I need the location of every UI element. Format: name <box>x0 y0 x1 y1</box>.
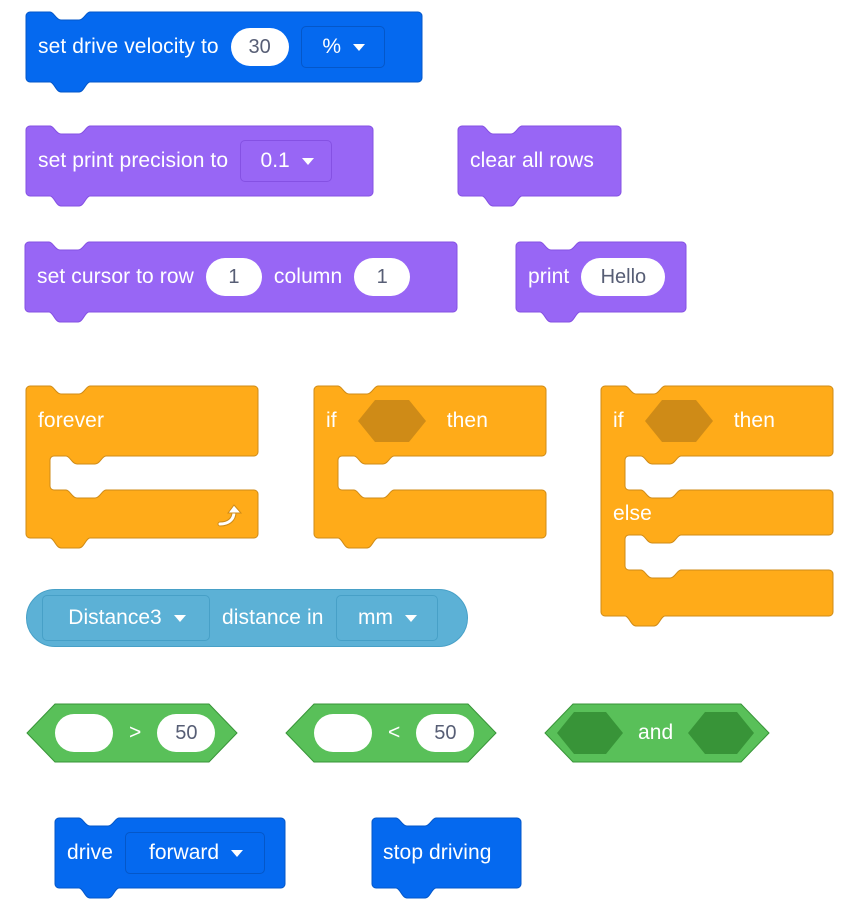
set-drive-velocity-block[interactable]: set drive velocity to 30 % <box>25 11 423 94</box>
dropdown-value: forward <box>149 841 220 864</box>
dropdown-value: Distance3 <box>68 606 162 629</box>
caret-down-icon <box>353 43 366 51</box>
column-label: column <box>273 265 343 288</box>
block-shape <box>457 125 622 207</box>
left-operand-input[interactable] <box>314 714 372 752</box>
else-label: else <box>613 502 652 525</box>
loop-arrow-icon <box>217 504 243 527</box>
set-print-precision-block[interactable]: set print precision to 0.1 <box>25 125 374 208</box>
block-shape <box>25 385 259 549</box>
greater-than-block[interactable]: > 50 <box>26 703 238 763</box>
right-operand-input[interactable]: 50 <box>416 714 475 752</box>
then-label: then <box>446 409 488 432</box>
direction-dropdown[interactable]: forward <box>125 832 266 874</box>
velocity-unit-dropdown[interactable]: % <box>300 26 385 68</box>
distance-reporter-block[interactable]: Distance3 distance in mm <box>26 589 468 647</box>
column-input[interactable]: 1 <box>354 258 411 296</box>
if-then-block[interactable]: if then <box>313 385 547 550</box>
block-label: stop driving <box>383 841 492 864</box>
right-condition-slot[interactable] <box>687 711 755 755</box>
if-then-else-block[interactable]: if then else <box>600 385 834 628</box>
block-label: set drive velocity to <box>38 35 219 58</box>
condition-slot[interactable] <box>644 399 714 443</box>
operator-symbol: > <box>129 721 142 744</box>
block-shape <box>600 385 834 627</box>
right-operand-input[interactable]: 50 <box>157 714 216 752</box>
precision-dropdown[interactable]: 0.1 <box>240 140 333 182</box>
dropdown-value: % <box>322 35 342 58</box>
clear-all-rows-block[interactable]: clear all rows <box>457 125 622 208</box>
sensor-dropdown[interactable]: Distance3 <box>42 595 210 641</box>
block-label: set print precision to <box>38 149 229 172</box>
and-block[interactable]: and <box>544 703 770 763</box>
less-than-block[interactable]: < 50 <box>285 703 497 763</box>
velocity-input[interactable]: 30 <box>230 28 289 66</box>
if-label: if <box>613 409 624 432</box>
condition-slot[interactable] <box>357 399 427 443</box>
left-operand-input[interactable] <box>55 714 113 752</box>
left-condition-slot[interactable] <box>556 711 624 755</box>
caret-down-icon <box>405 614 417 622</box>
distance-unit-dropdown[interactable]: mm <box>335 595 438 641</box>
and-label: and <box>638 721 674 744</box>
print-text-input[interactable]: Hello <box>581 258 666 296</box>
block-label: print <box>528 265 570 288</box>
if-label: if <box>326 409 337 432</box>
block-label: clear all rows <box>470 149 594 172</box>
caret-down-icon <box>231 849 244 857</box>
dropdown-value: 0.1 <box>260 149 290 172</box>
block-label: forever <box>38 409 105 432</box>
then-label: then <box>733 409 775 432</box>
block-label: drive <box>67 841 114 864</box>
block-shape <box>371 817 522 899</box>
caret-down-icon <box>301 157 314 165</box>
row-input[interactable]: 1 <box>205 258 262 296</box>
operator-symbol: < <box>388 721 401 744</box>
forever-block[interactable]: forever <box>25 385 259 550</box>
print-block[interactable]: print Hello <box>515 241 687 324</box>
drive-block[interactable]: drive forward <box>54 817 286 900</box>
set-cursor-block[interactable]: set cursor to row 1 column 1 <box>24 241 458 324</box>
dropdown-value: mm <box>358 606 393 629</box>
block-label: distance in <box>222 606 324 629</box>
block-label: set cursor to row <box>37 265 194 288</box>
caret-down-icon <box>173 614 186 622</box>
stop-driving-block[interactable]: stop driving <box>371 817 522 900</box>
